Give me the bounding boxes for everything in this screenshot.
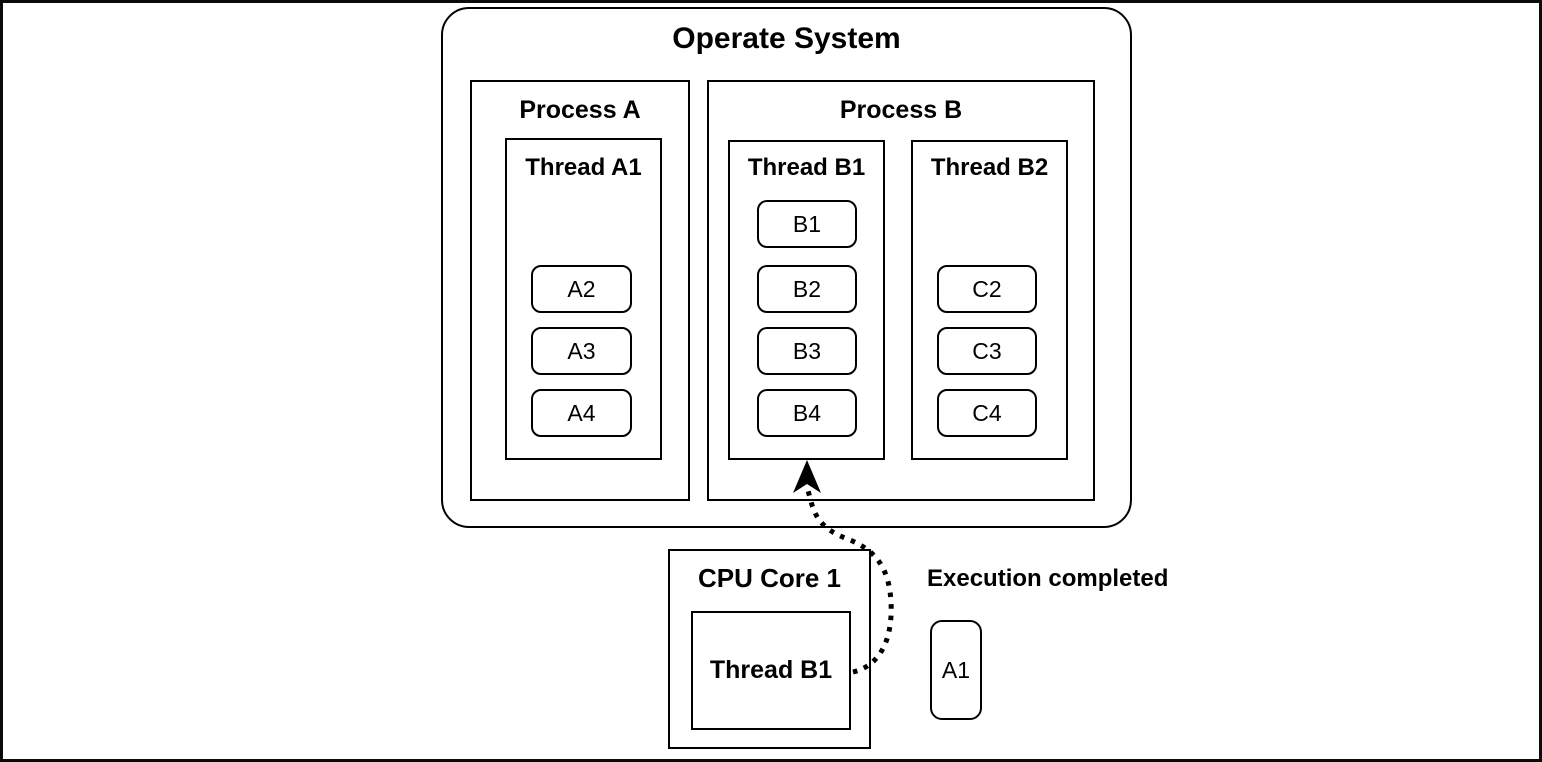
- operate-system-title: Operate System: [672, 22, 901, 55]
- cpu-running-thread-box: Thread B1: [691, 611, 851, 730]
- task-a2-box: A2: [531, 265, 632, 313]
- process-a-title: Process A: [519, 96, 641, 124]
- task-b4-box: B4: [757, 389, 857, 437]
- cpu-core-title: CPU Core 1: [697, 563, 842, 593]
- execution-completed-label: Execution completed: [927, 565, 1169, 592]
- task-b1-box: B1: [757, 200, 857, 248]
- thread-b1-title: Thread B1: [747, 154, 866, 181]
- process-b-title: Process B: [839, 96, 963, 124]
- task-a4-box: A4: [531, 389, 632, 437]
- task-c3-box: C3: [937, 327, 1037, 375]
- task-b3-box: B3: [757, 327, 857, 375]
- task-a3-box: A3: [531, 327, 632, 375]
- task-c4-box: C4: [937, 389, 1037, 437]
- task-a1-box: A1: [930, 620, 982, 720]
- thread-b2-title: Thread B2: [930, 154, 1049, 181]
- task-b2-box: B2: [757, 265, 857, 313]
- task-c2-box: C2: [937, 265, 1037, 313]
- thread-a1-title: Thread A1: [525, 154, 642, 181]
